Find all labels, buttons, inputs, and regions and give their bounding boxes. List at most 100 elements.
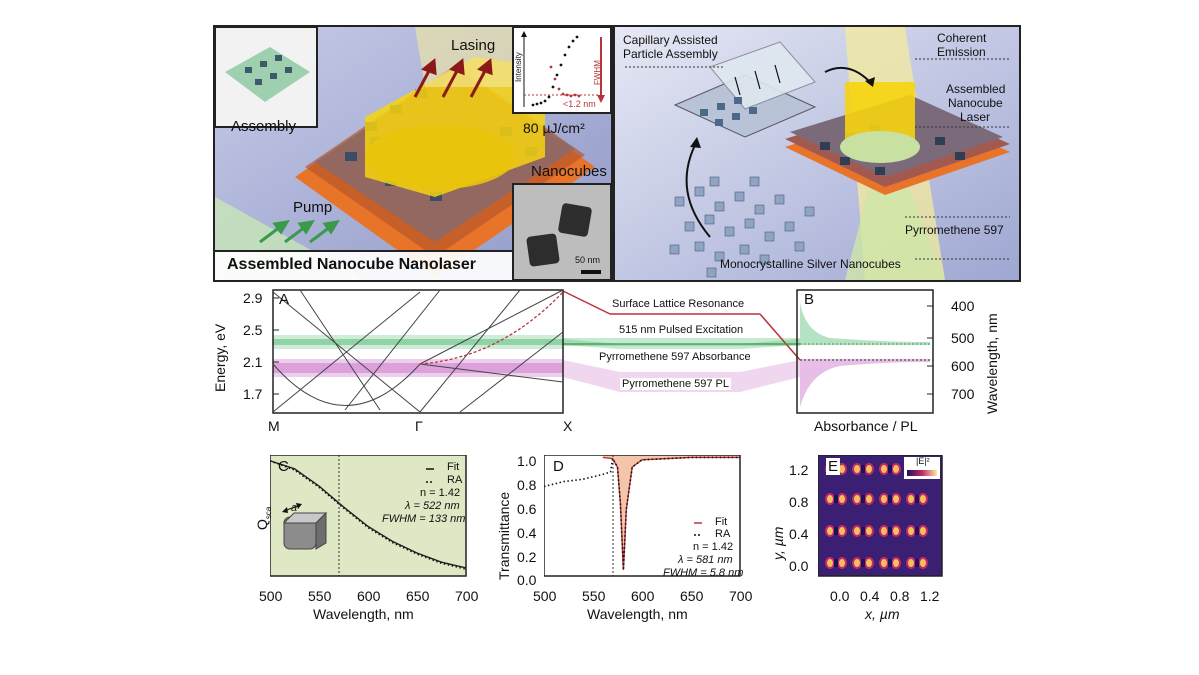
panel-e-xtick-08: 0.8 [890,588,910,604]
panel-d-ytick-10: 1.0 [517,453,537,469]
nanocube-site [888,527,892,535]
annotation-pl: Pyrromethene 597 PL [620,378,732,390]
panel-d-legend-ra: RA [715,528,731,540]
panel-d-xtick-700: 700 [729,588,753,604]
panel-c-xtick-700: 700 [455,588,479,604]
nanocube-site [915,559,919,567]
panel-d-letter: D [553,458,564,475]
field-hotspot [879,493,889,505]
field-hotspot [852,463,862,475]
wavelength-tick-700: 700 [951,386,975,402]
panel-c-letter: C [278,458,289,475]
capillary-label-line1: Capillary Assisted [623,33,718,47]
nanocube-site [861,465,865,473]
nanocube-site [834,495,838,503]
nanocube-site [888,495,892,503]
field-hotspot [864,525,874,537]
field-hotspot [891,463,901,475]
pl-curve [800,359,930,407]
panel-d-xtick-550: 550 [582,588,606,604]
field-hotspot [891,557,901,569]
dispersion-figure [272,289,934,414]
x-tick-m: M [268,418,280,434]
panel-d-chart [544,455,741,577]
panel-e-xtick-12: 1.2 [920,588,940,604]
field-hotspot [891,525,901,537]
absorbance-pl-label: Absorbance / PL [814,418,918,434]
energy-tick-29: 2.9 [243,290,263,306]
field-hotspot [918,525,928,537]
assembled-label-line3: Laser [960,110,991,124]
panel-e-xlabel: x, µm [865,606,900,622]
panel-d-ytick-02: 0.2 [517,549,537,565]
panel-a-frame [272,289,564,414]
panel-c-ylabel-sub: sca [263,506,273,520]
field-hotspot [864,557,874,569]
field-hotspot [918,557,928,569]
panel-c-lambda: λ = 522 nm [405,500,460,512]
wavelength-tick-600: 600 [951,358,975,374]
nanocube-site [861,559,865,567]
assembly-schematic [615,27,1019,280]
inset-intensity-label: Intensity [514,52,523,82]
annotation-slr: Surface Lattice Resonance [610,298,747,310]
panel-d-xtick-600: 600 [631,588,655,604]
nanocube-site [915,527,919,535]
field-hotspot [837,493,847,505]
field-hotspot [837,557,847,569]
absorbance-curve [800,302,930,345]
capillary-label-line2: Particle Assembly [623,47,718,61]
series-line-fit [270,460,467,569]
assembled-label-line2: Nanocube [948,96,1003,110]
nanocube-site [861,527,865,535]
panel-d-ytick-04: 0.4 [517,525,537,541]
field-hotspot [906,557,916,569]
silver-nanocube-cloud [669,176,815,278]
field-hotspot [852,493,862,505]
panel-d-ylabel: Transmittance [496,491,512,580]
panel-d-xlabel: Wavelength, nm [587,606,688,622]
panel-e-ytick-00: 0.0 [789,558,809,574]
panel-d-legend-fit: Fit [715,516,728,528]
x-tick-x: X [563,418,573,434]
energy-tick-17: 1.7 [243,386,263,402]
assembly-label: Assembly [231,118,297,135]
panel-d-ytick-08: 0.8 [517,477,537,493]
panel-a-letter: A [279,291,290,308]
panel-c-fwhm: FWHM = 133 nm [382,513,466,525]
colorbar-label: |E|² [916,456,930,466]
field-hotspot [879,463,889,475]
panel-e-ytick-08: 0.8 [789,494,809,510]
panel-c-xtick-600: 600 [357,588,381,604]
panel-b-letter: B [804,291,815,308]
field-hotspot [825,557,835,569]
coherent-label-line2: Emission [937,45,986,59]
x-tick-gamma: Γ [415,418,423,434]
field-hotspot [918,493,928,505]
panel-e-xtick-04: 0.4 [860,588,880,604]
panel-d-ytick-06: 0.6 [517,501,537,517]
panel-c-xlabel: Wavelength, nm [313,606,414,622]
field-hotspot [837,525,847,537]
assembled-label-line1: Assembled [946,82,1006,96]
nanocubes-label: Nanocubes [531,163,607,180]
field-hotspot [906,525,916,537]
panel-title: Assembled Nanocube Nanolaser [227,256,476,273]
lattice-modes [272,289,564,413]
top-right-panel: Capillary Assisted Particle Assembly Coh… [613,25,1021,282]
field-hotspot [864,493,874,505]
field-hotspot [825,493,835,505]
panel-c-legend-fit: Fit [447,461,460,473]
silver-nanocubes-label: Monocrystalline Silver Nanocubes [720,257,901,271]
panel-c-xtick-550: 550 [308,588,332,604]
series-line-ra [544,456,740,571]
panel-e-ytick-12: 1.2 [789,462,809,478]
field-hotspot [852,525,862,537]
nanolaser-illustration [215,27,611,280]
panel-d-xtick-650: 650 [680,588,704,604]
annotation-excitation: 515 nm Pulsed Excitation [617,324,746,336]
pyrromethene-label: Pyrromethene 597 [905,223,1004,237]
inset-threshold-label: <1.2 nm [563,99,596,109]
wavelength-tick-500: 500 [951,330,975,346]
lasing-label: Lasing [451,37,496,54]
